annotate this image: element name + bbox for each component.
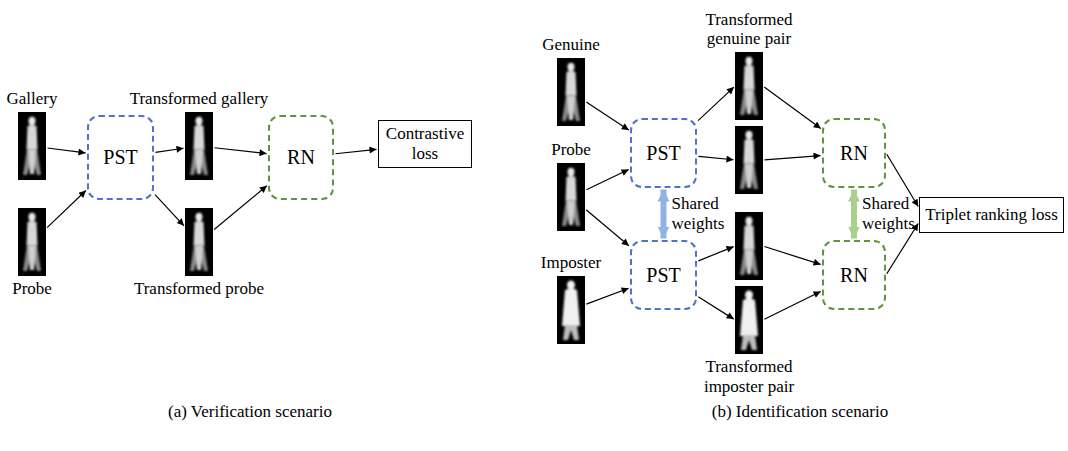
flow-arrow	[214, 186, 267, 230]
image-node: Probe	[18, 208, 46, 276]
box-label: PST	[646, 142, 680, 165]
gait-image	[735, 286, 763, 354]
image-label: Probe	[551, 140, 591, 160]
gait-image	[18, 112, 46, 180]
image-node: Imposter	[557, 276, 585, 344]
box-label: Triplet ranking loss	[925, 205, 1058, 225]
edge-label: Shared weights	[862, 194, 920, 233]
image-label: Probe	[12, 279, 52, 299]
network-box: RN	[822, 240, 886, 310]
flow-arrow	[698, 297, 733, 319]
image-node: Probe	[557, 163, 585, 231]
gait-image	[735, 212, 763, 280]
panel-caption: (a) Verification scenario	[168, 402, 332, 422]
image-label: Gallery	[7, 89, 58, 109]
image-node: Genuine	[557, 58, 585, 126]
flow-arrow	[698, 87, 734, 121]
flow-arrow	[698, 247, 733, 261]
flow-arrow	[586, 102, 628, 130]
panel-caption: (b) Identification scenario	[712, 402, 889, 422]
image-node: Transformed gallery	[185, 112, 213, 180]
image-label: Transformed genuine pair	[689, 10, 809, 49]
flow-arrow	[155, 148, 183, 152]
image-node: Gallery	[18, 112, 46, 180]
edge-label: Shared weights	[672, 194, 730, 233]
gait-image	[557, 58, 585, 126]
transformer-box: PST	[87, 115, 154, 200]
gait-image	[557, 276, 585, 344]
flow-arrow	[764, 291, 820, 319]
image-label: Transformed gallery	[130, 89, 269, 109]
image-label: Imposter	[541, 253, 601, 273]
flow-arrow	[47, 148, 85, 153]
gait-image	[185, 208, 213, 276]
image-label: Transformed imposter pair	[689, 357, 809, 396]
loss-box: Contrastive loss	[378, 120, 472, 168]
gait-image	[18, 208, 46, 276]
flow-arrow	[214, 148, 266, 154]
shared-weights-arrow	[661, 190, 667, 239]
box-label: RN	[287, 146, 315, 169]
box-label: RN	[840, 142, 868, 165]
network-box: RN	[822, 118, 886, 188]
flow-arrow	[155, 195, 184, 226]
shared-weights-arrow	[851, 190, 857, 239]
loss-box: Triplet ranking loss	[919, 197, 1064, 233]
image-label: Genuine	[542, 35, 600, 55]
box-label: RN	[840, 264, 868, 287]
box-label: PST	[103, 146, 137, 169]
flow-arrow	[586, 210, 629, 246]
image-node: Transformed probe	[185, 208, 213, 276]
image-label: Transformed probe	[134, 279, 264, 299]
transformer-box: PST	[630, 118, 697, 188]
flow-arrow	[764, 156, 820, 160]
flow-arrow	[586, 288, 628, 304]
flow-arrow	[764, 247, 820, 265]
flow-arrow	[764, 87, 821, 129]
flow-arrow	[47, 191, 86, 228]
box-label: PST	[646, 264, 680, 287]
image-pair: Transformed imposter pair	[735, 212, 763, 354]
gait-image	[735, 52, 763, 120]
gait-image	[735, 126, 763, 194]
image-pair: Transformed genuine pair	[735, 52, 763, 194]
gait-image	[185, 112, 213, 180]
box-label: Contrastive loss	[384, 124, 466, 163]
gait-image	[557, 163, 585, 231]
transformer-box: PST	[630, 240, 697, 310]
flow-arrow	[698, 156, 733, 159]
network-box: RN	[268, 115, 334, 200]
flow-arrow	[586, 170, 628, 190]
flow-arrow	[335, 149, 376, 153]
